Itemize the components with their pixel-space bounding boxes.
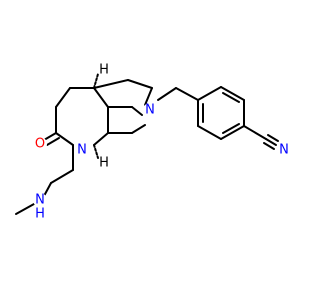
atom-label-h-amine: H (35, 207, 45, 222)
bond-layer (15, 79, 279, 215)
molecule-diagram: H H N N O N H N (15, 62, 291, 222)
bond (267, 134, 279, 142)
atom-label-h-stereo-upper: H (99, 63, 109, 78)
stereo-bond (93, 73, 99, 89)
atom-label-h-stereo-lower: H (99, 156, 109, 171)
bond (243, 125, 267, 140)
atom-label-n-nitrile: N (279, 143, 289, 158)
atom-bg (33, 137, 47, 151)
atom-bg (277, 143, 291, 157)
stereo-bond (93, 144, 99, 159)
atom-label-n-ring-lower: N (77, 143, 87, 158)
bond (197, 125, 222, 140)
stereo-hydrogens: H H (93, 63, 109, 171)
bond (50, 169, 74, 184)
atom-bg (33, 193, 47, 207)
bond (157, 87, 177, 101)
atom-label-n-amine: N (35, 193, 45, 208)
bond (220, 125, 245, 140)
atom-label-n-ring-upper: N (145, 103, 155, 118)
bond (127, 79, 153, 89)
bond (55, 132, 74, 146)
bond (197, 86, 222, 101)
bond (131, 106, 143, 116)
bond (43, 182, 52, 197)
bond (93, 87, 109, 108)
bond (93, 132, 109, 146)
bond (263, 142, 275, 150)
bond (144, 87, 153, 106)
bond (15, 203, 35, 215)
bond (222, 123, 240, 134)
bond (55, 87, 71, 108)
bond (131, 124, 146, 134)
bond (43, 132, 57, 141)
bond (222, 92, 240, 103)
atom-label-oxygen: O (35, 137, 45, 152)
bond (93, 79, 129, 89)
atom-labels: N N O N H N (33, 103, 291, 222)
atom-bg (143, 103, 157, 117)
atom-bg (75, 143, 89, 157)
bond (220, 86, 245, 101)
molecule-canvas: H H N N O N H N (15, 62, 291, 222)
bond (265, 138, 277, 146)
bond (175, 87, 199, 101)
bond (46, 137, 60, 146)
